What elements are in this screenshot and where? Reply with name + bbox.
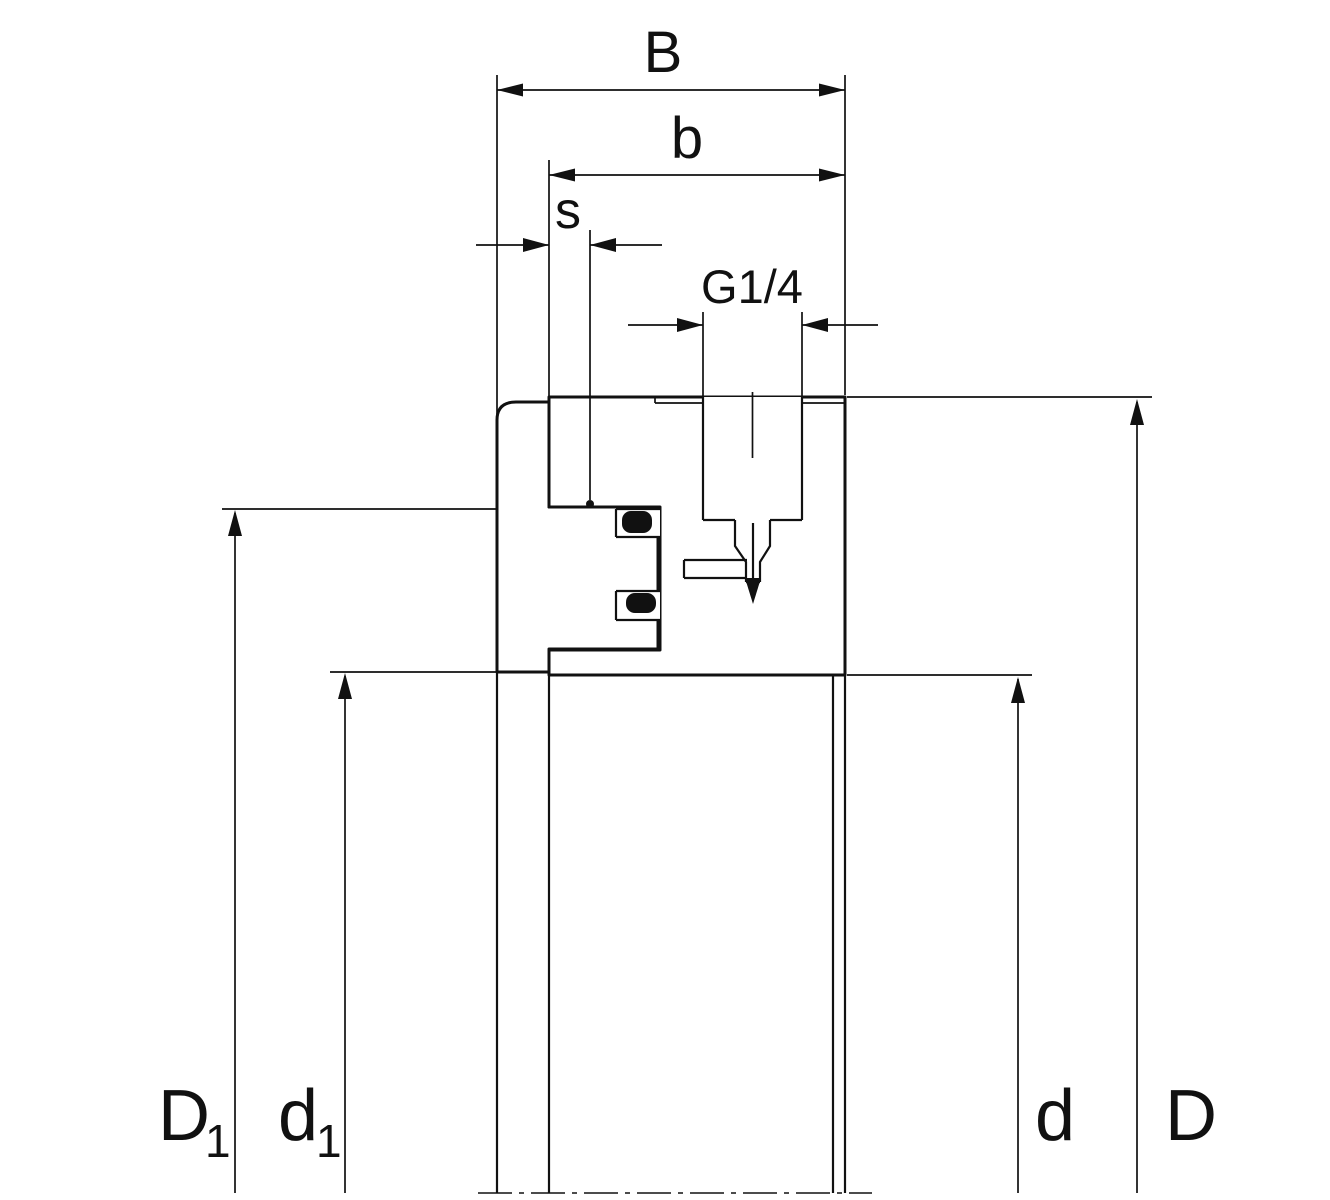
dim-label-d1-sub: 1 — [316, 1115, 342, 1167]
dimension-G14: G1/4 — [628, 260, 878, 396]
dimension-d1: d 1 — [278, 671, 497, 1193]
seal-lip-point — [586, 500, 594, 508]
dim-label-b: b — [671, 106, 703, 171]
dim-label-d: d — [1035, 1076, 1075, 1156]
dimension-D: D — [847, 396, 1217, 1193]
flow-arrow — [745, 523, 761, 604]
lubrication-port — [654, 392, 845, 604]
seal-grooves — [586, 500, 660, 622]
dim-label-B: B — [644, 20, 683, 85]
dim-label-s: s — [555, 182, 581, 240]
dim-label-D: D — [1165, 1076, 1217, 1156]
dimension-d: d — [847, 674, 1075, 1193]
dimension-b: b — [548, 106, 845, 396]
dim-label-d1-base: d — [278, 1076, 318, 1156]
dimension-D1: D 1 — [158, 508, 497, 1193]
dim-label-D1-sub: 1 — [205, 1115, 231, 1167]
dim-label-thread: G1/4 — [701, 260, 803, 313]
o-ring-upper — [622, 511, 652, 533]
o-ring-lower — [626, 593, 656, 613]
dimension-B: B — [496, 20, 846, 420]
dim-label-D1-base: D — [158, 1076, 210, 1156]
dimension-s: s — [476, 182, 662, 500]
bore-extension-lines — [478, 673, 872, 1194]
